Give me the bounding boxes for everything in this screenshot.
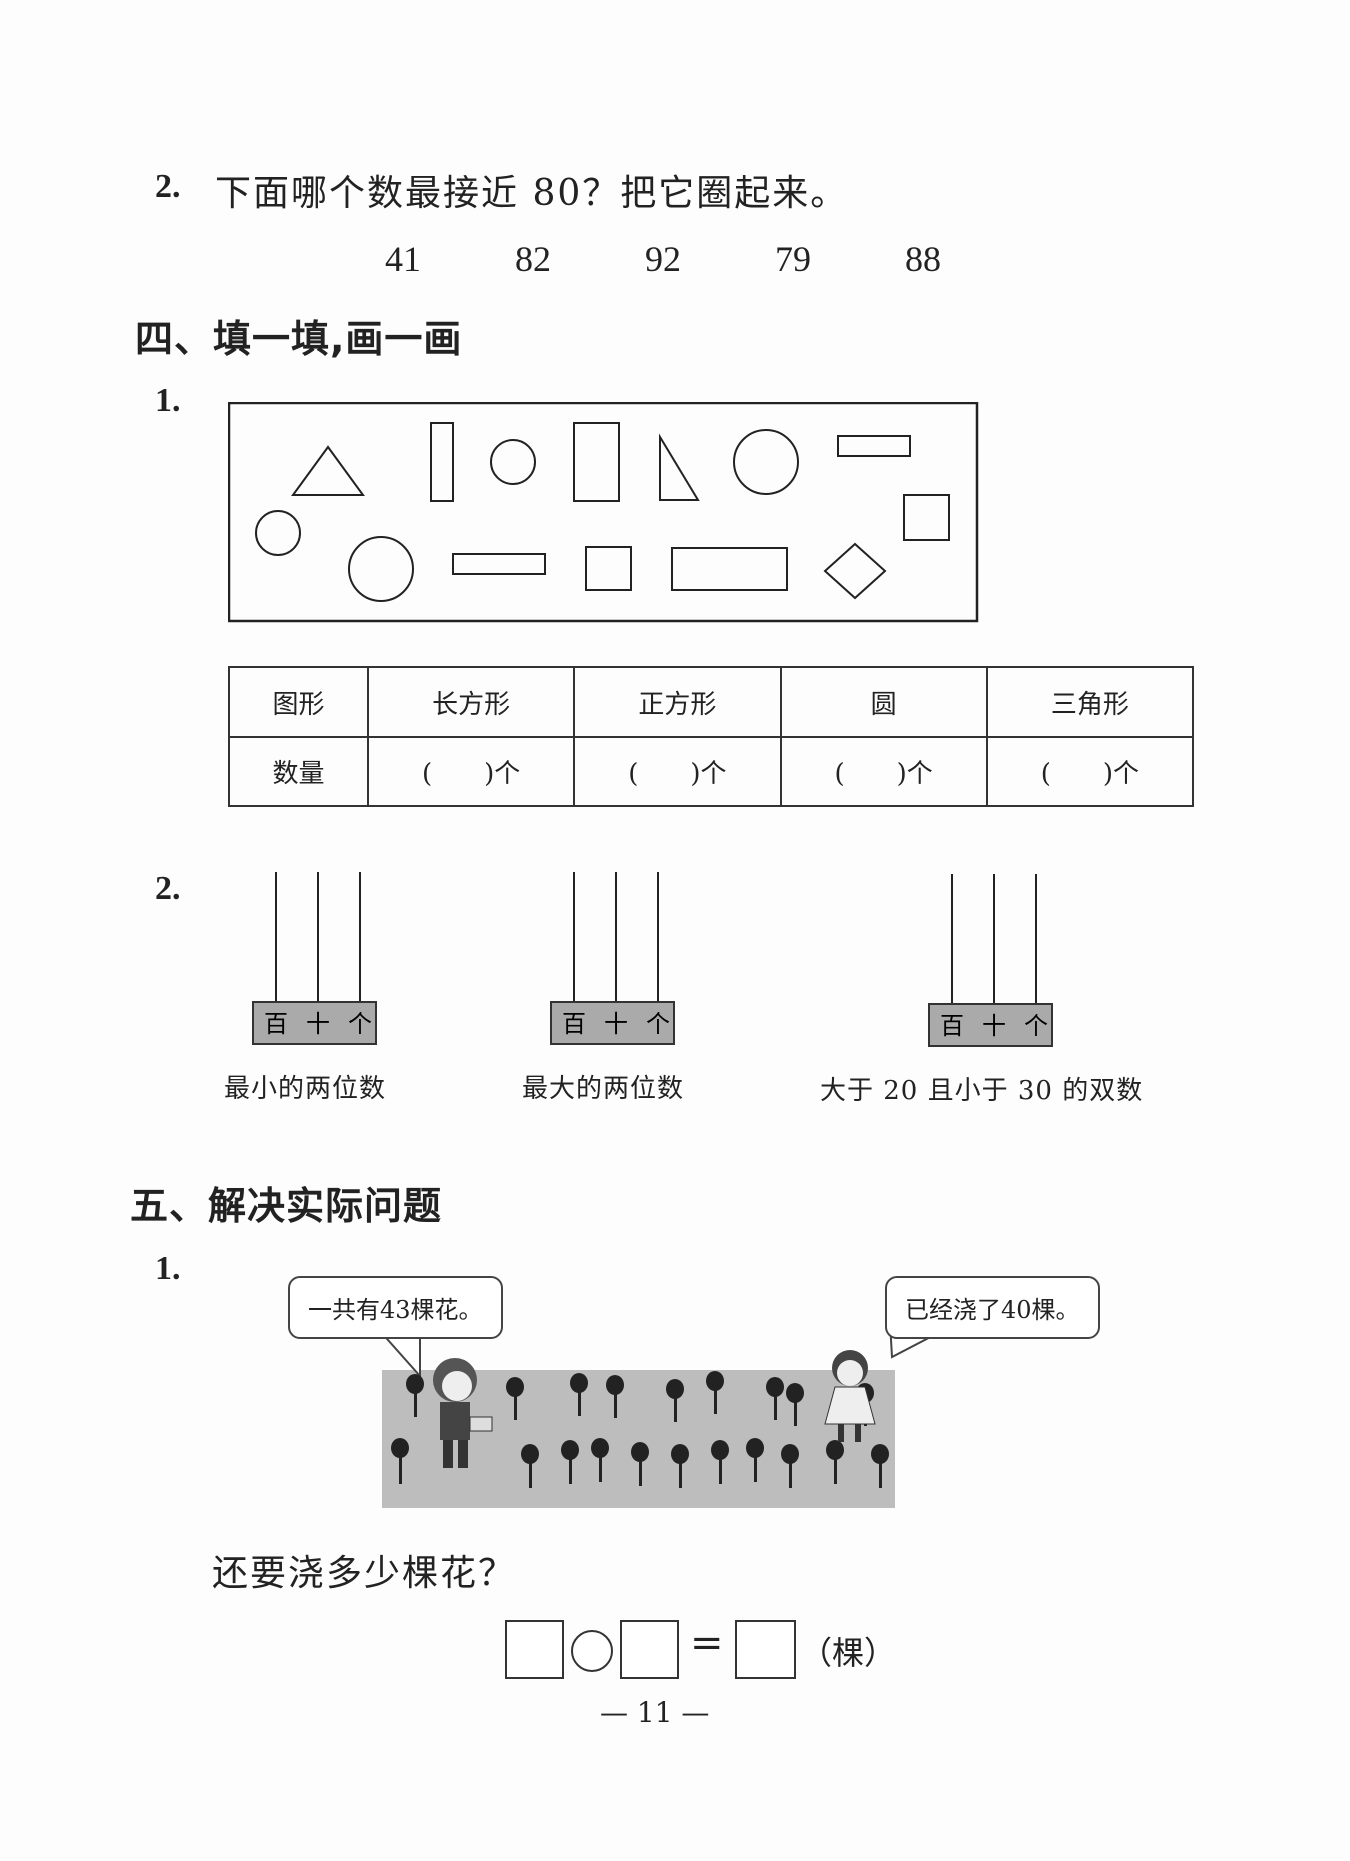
rectangle-shape	[837, 435, 911, 457]
flower-icon	[591, 1438, 609, 1482]
abacus: 百 十 个	[928, 874, 1053, 1047]
figure-border	[228, 402, 979, 623]
abacus-label-hundreds: 百	[264, 1010, 288, 1038]
abacus: 百 十 个	[550, 872, 675, 1045]
circle-shape	[733, 429, 799, 495]
square-shape	[823, 542, 887, 600]
flower-icon	[711, 1440, 729, 1484]
page-number: — 11 —	[600, 1696, 710, 1729]
speech-bubble-right: 已经浇了40棵。	[885, 1276, 1100, 1339]
flower-icon	[506, 1377, 524, 1420]
option-number[interactable]: 79	[775, 239, 811, 279]
abacus-caption: 大于 20 且小于 30 的双数	[820, 1076, 1144, 1106]
triangle-shape	[291, 445, 365, 496]
answer-blank[interactable]: ( )个	[985, 736, 1195, 807]
flower-icon	[631, 1442, 649, 1486]
rectangle-shape	[430, 422, 454, 502]
shapes-figure	[228, 402, 979, 623]
table-row-label-count: 数量	[228, 736, 369, 807]
abacus-label-hundreds: 百	[562, 1010, 586, 1038]
question-number: 2.	[155, 168, 181, 205]
question-number: 2.	[155, 870, 181, 907]
equals-sign: =	[690, 1620, 724, 1666]
flower-icon	[561, 1440, 579, 1484]
flower-icon	[781, 1444, 799, 1488]
operator-circle[interactable]	[571, 1630, 613, 1672]
question-text: 下面哪个数最接近 80？把它圈起来。	[215, 173, 849, 214]
rectangle-shape	[671, 547, 788, 591]
question-number: 1.	[155, 1250, 181, 1287]
option-number[interactable]: 41	[385, 239, 421, 279]
girl-figure	[824, 1350, 876, 1442]
flower-icon	[746, 1438, 764, 1482]
flower-icon	[671, 1444, 689, 1488]
abacus-label-tens: 十	[982, 1012, 1006, 1040]
option-number[interactable]: 82	[515, 239, 551, 279]
question-number: 1.	[155, 382, 181, 419]
table-header-square: 正方形	[573, 666, 782, 738]
abacus-label-ones: 个	[646, 1010, 670, 1038]
table-header-shape: 图形	[228, 666, 369, 738]
boy-figure	[433, 1358, 493, 1468]
flower-icon	[666, 1379, 684, 1422]
answer-blank[interactable]: ( )个	[573, 736, 782, 807]
abacus: 百 十 个	[252, 872, 377, 1045]
circle-shape	[255, 510, 301, 556]
flower-icon	[826, 1440, 844, 1484]
flower-icon	[871, 1444, 889, 1488]
circle-shape	[490, 439, 536, 485]
square-shape	[585, 546, 632, 591]
answer-blank[interactable]: ( )个	[366, 736, 576, 807]
flower-icon	[766, 1377, 784, 1420]
abacus-label-ones: 个	[1024, 1012, 1048, 1040]
section-title: 五、解决实际问题	[130, 1184, 443, 1228]
rectangle-shape	[452, 553, 546, 575]
flower-icon	[406, 1374, 424, 1417]
abacus-label-tens: 十	[306, 1010, 330, 1038]
flower-icon	[606, 1375, 624, 1418]
circle-shape	[348, 536, 414, 602]
speech-bubble-left: 一共有43棵花。	[288, 1276, 503, 1339]
table-header-triangle: 三角形	[985, 666, 1195, 738]
section-title: 四、填一填,画一画	[135, 317, 463, 361]
flower-icon	[706, 1371, 724, 1414]
rectangle-shape	[573, 422, 620, 502]
flower-icon	[521, 1444, 539, 1488]
option-number[interactable]: 88	[905, 239, 941, 279]
flower-icon	[570, 1373, 588, 1416]
abacus-label-ones: 个	[348, 1010, 372, 1038]
abacus-caption: 最小的两位数	[224, 1074, 387, 1104]
answer-box[interactable]	[620, 1620, 679, 1679]
triangle-shape	[659, 433, 700, 501]
answer-box[interactable]	[505, 1620, 564, 1679]
square-shape	[903, 494, 950, 541]
flower-field-illustration	[369, 1320, 943, 1508]
abacus-label-tens: 十	[604, 1010, 628, 1038]
word-problem-question: 还要浇多少棵花？	[212, 1553, 517, 1594]
answer-box[interactable]	[735, 1620, 796, 1679]
count-table: 图形 长方形 正方形 圆 三角形 数量 ( )个 ( )个 ( )个 ( )个	[228, 666, 1195, 807]
answer-blank[interactable]: ( )个	[779, 736, 988, 807]
unit-label: （棵）	[800, 1634, 897, 1672]
abacus-caption: 最大的两位数	[522, 1074, 685, 1104]
table-header-circle: 圆	[779, 666, 988, 738]
flower-icon	[786, 1383, 804, 1426]
abacus-label-hundreds: 百	[940, 1012, 964, 1040]
option-number[interactable]: 92	[645, 239, 681, 279]
table-header-rectangle: 长方形	[366, 666, 576, 738]
flower-icon	[391, 1438, 409, 1484]
